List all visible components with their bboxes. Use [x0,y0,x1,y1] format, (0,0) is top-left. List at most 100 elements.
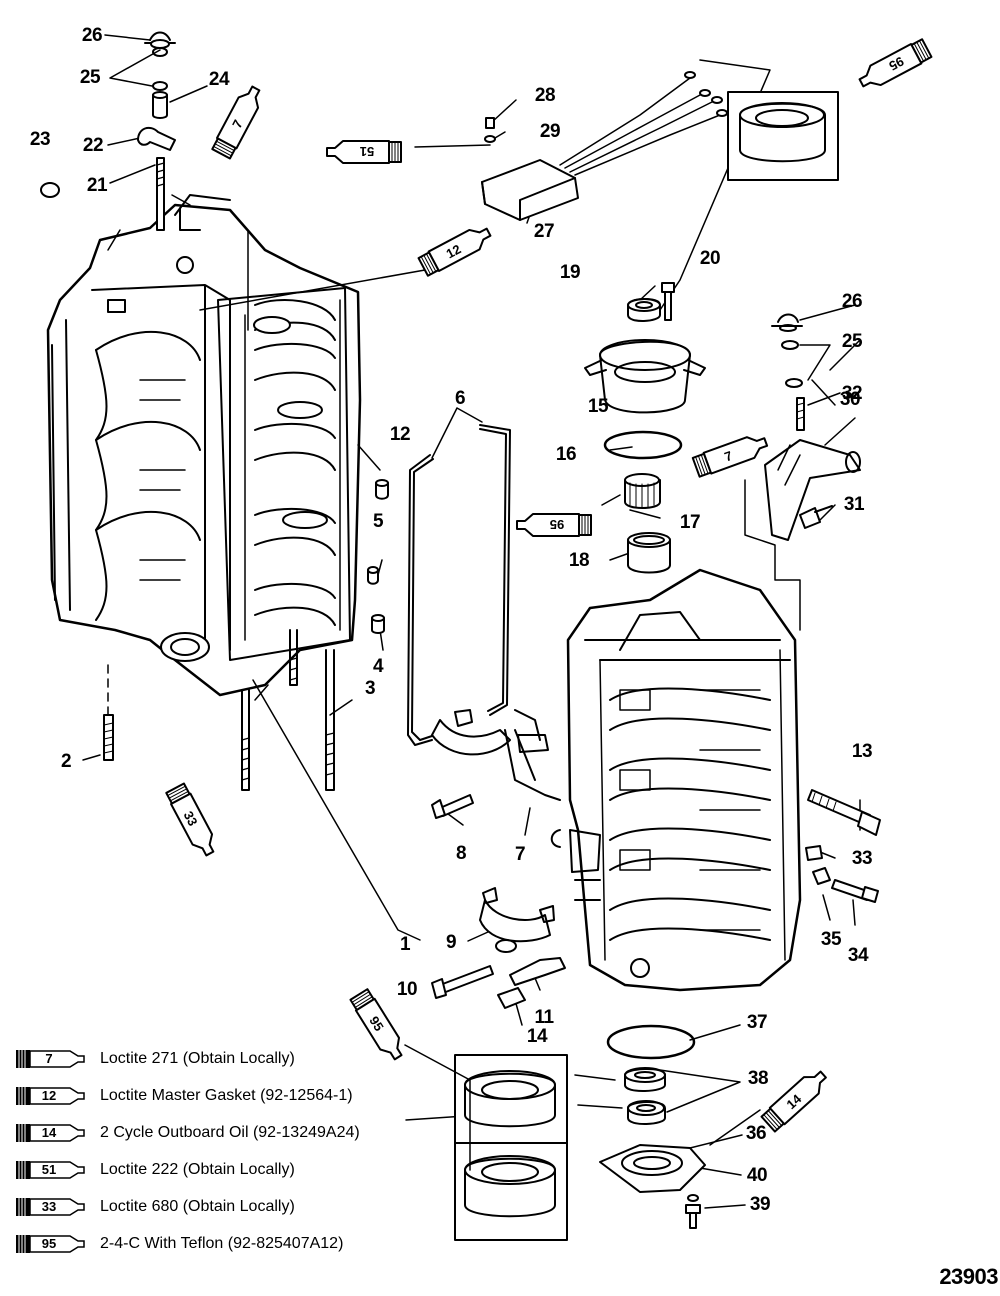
seal-box-bottom [454,1054,568,1241]
stud-2 [103,714,114,761]
tube-leaders [171,194,836,1171]
callout-22: 22 [82,135,104,156]
callout-14: 14 [526,1026,548,1047]
callout-16: 16 [555,444,577,465]
wing-nut-26 [144,31,176,49]
callout-9: 9 [445,932,457,953]
oil-lines-6 [407,424,511,746]
callout-11: 11 [534,1007,554,1028]
screw-34 [831,879,879,903]
plug-14 [497,987,526,1009]
tube-number: 12 [41,1087,57,1103]
tube-number: 14 [41,1124,57,1140]
bolt-10 [431,965,494,999]
bearing-17 [624,473,661,509]
bearing-18 [627,532,671,574]
callout-40: 40 [746,1165,768,1186]
sealant-tube-51: 51 [326,140,402,164]
callout-6: 6 [454,388,466,409]
clamp-22 [137,126,176,151]
legend-row: 51 Loctite 222 (Obtain Locally) [14,1151,434,1188]
tube-icon: 7 [14,1048,92,1070]
stud-32 [796,397,805,431]
seal-19 [627,298,661,322]
tube-number: 95 [550,517,564,532]
sealant-tube-12: 12 [417,227,492,277]
callout-8: 8 [455,843,467,864]
callout-31: 31 [843,494,865,515]
callout-21: 21 [86,175,108,196]
legend-label: Loctite Master Gasket (92-12564-1) [100,1086,353,1104]
washer-25b [152,81,168,91]
tube-number: 51 [360,144,374,159]
tube-number: 12 [444,241,464,261]
tube-icon: 33 [14,1196,92,1218]
callout-24: 24 [208,69,230,90]
tube-number: 95 [366,1013,386,1033]
callout-10: 10 [396,979,418,1000]
dowel-5 [367,566,379,585]
callout-23: 23 [29,129,51,150]
callout-1: 1 [399,934,411,955]
washer-25a [152,47,168,57]
legend-label: 2-4-C With Teflon (92-825407A12) [100,1234,344,1252]
tube-number: 95 [887,54,907,74]
seal-box-top [727,91,839,181]
end-cap-36 [599,1144,706,1193]
tube-icon: 12 [14,1085,92,1107]
sealant-legend: 7 Loctite 271 (Obtain Locally) 12 Loctit… [14,1040,434,1262]
callout-25b: 25 [841,331,863,352]
washer-40 [687,1194,699,1202]
nut-33 [805,845,823,861]
callout-19: 19 [559,262,581,283]
fitting-11 [509,957,566,986]
washer-29 [484,135,496,143]
tube-number: 95 [41,1235,57,1251]
legend-row: 95 2-4-C With Teflon (92-825407A12) [14,1225,434,1262]
callout-30: 30 [839,389,861,410]
callout-15: 15 [587,396,609,417]
callout-5: 5 [372,511,384,532]
tube-number: 33 [41,1198,57,1214]
tube-number: 51 [41,1161,57,1177]
tube-number: 33 [181,809,201,829]
screw-31 [799,505,833,529]
callout-39: 39 [749,1194,771,1215]
wing-nut-26b [771,313,803,332]
legend-label: Loctite 271 (Obtain Locally) [100,1049,295,1067]
bolt-8 [431,794,474,819]
sealant-tube-7: 7 [691,436,769,478]
stud-21 [156,157,165,231]
washer-25c [781,340,799,350]
tube-icon: 95 [14,1233,92,1255]
callout-29: 29 [539,121,561,142]
callout-17: 17 [679,512,701,533]
callout-32: 32 [841,383,863,404]
legend-label: Loctite 222 (Obtain Locally) [100,1160,295,1178]
legend-label: 2 Cycle Outboard Oil (92-13249A24) [100,1123,360,1141]
callout-18: 18 [568,550,590,571]
bearing-cap-9 [479,887,555,953]
tube-number: 7 [45,1050,53,1066]
o-ring-16 [603,430,683,460]
nut-35 [812,867,831,885]
callout-33: 33 [851,848,873,869]
sealant-tube-95: 95 [349,988,403,1061]
sealant-tube-7: 7 [211,85,261,160]
callout-12: 12 [389,424,411,445]
callout-38: 38 [747,1068,769,1089]
callout-13: 13 [851,741,873,762]
sealant-tube-14: 14 [760,1070,827,1133]
bearing-cap-7 [431,709,561,801]
spacer-24 [152,91,168,119]
sealant-tube-95: 95 [516,513,592,537]
cylinder-block [46,194,362,697]
legend-label: Loctite 680 (Obtain Locally) [100,1197,295,1215]
callout-25: 25 [79,67,101,88]
callout-26: 26 [81,25,103,46]
screw-20 [661,282,675,321]
tube-number: 7 [722,448,734,465]
seal-38a [624,1067,666,1092]
